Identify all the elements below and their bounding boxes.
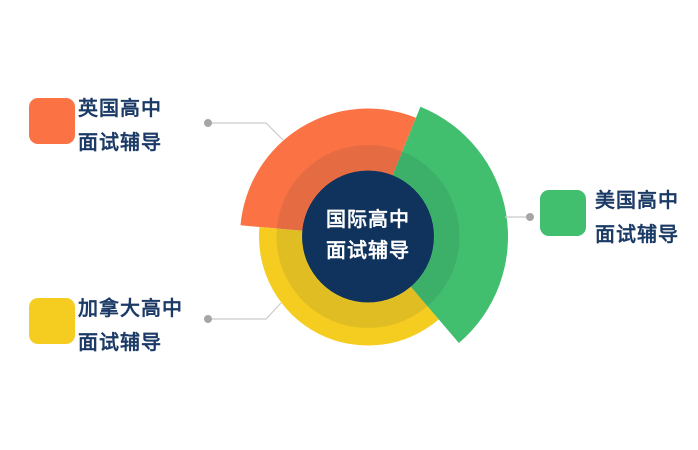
connector-line-uk [208, 122, 284, 141]
legend-label-canada: 加拿大高中 面试辅导 [78, 292, 183, 360]
center-hub-label: 国际高中 面试辅导 [288, 205, 448, 267]
connector-line-canada [208, 302, 282, 320]
center-label-line1: 国际高中 [326, 209, 410, 231]
legend-swatch-uk [29, 98, 75, 144]
rose-slices [240, 106, 508, 346]
legend-label-usa-line2: 面试辅导 [595, 224, 679, 246]
legend-label-canada-line2: 面试辅导 [78, 332, 162, 354]
legend-label-usa-line1: 美国高中 [595, 190, 679, 212]
center-label-line2: 面试辅导 [326, 240, 410, 262]
hub-shadow-ring [276, 145, 460, 328]
legend-label-uk: 英国高中 面试辅导 [78, 92, 162, 160]
legend-swatch-canada [29, 298, 75, 344]
center-hub-circle [302, 170, 434, 303]
legend-label-uk-line1: 英国高中 [78, 98, 162, 120]
connector-dot-uk [204, 119, 212, 127]
connector-dot-canada [204, 315, 212, 323]
legend-label-usa: 美国高中 面试辅导 [595, 184, 679, 252]
legend-label-uk-line2: 面试辅导 [78, 132, 162, 154]
rose-slice-usa-high-school [368, 106, 508, 343]
legend-label-canada-line1: 加拿大高中 [78, 298, 183, 320]
connector-dot-usa [526, 213, 534, 221]
legend-swatch-usa [540, 190, 586, 236]
